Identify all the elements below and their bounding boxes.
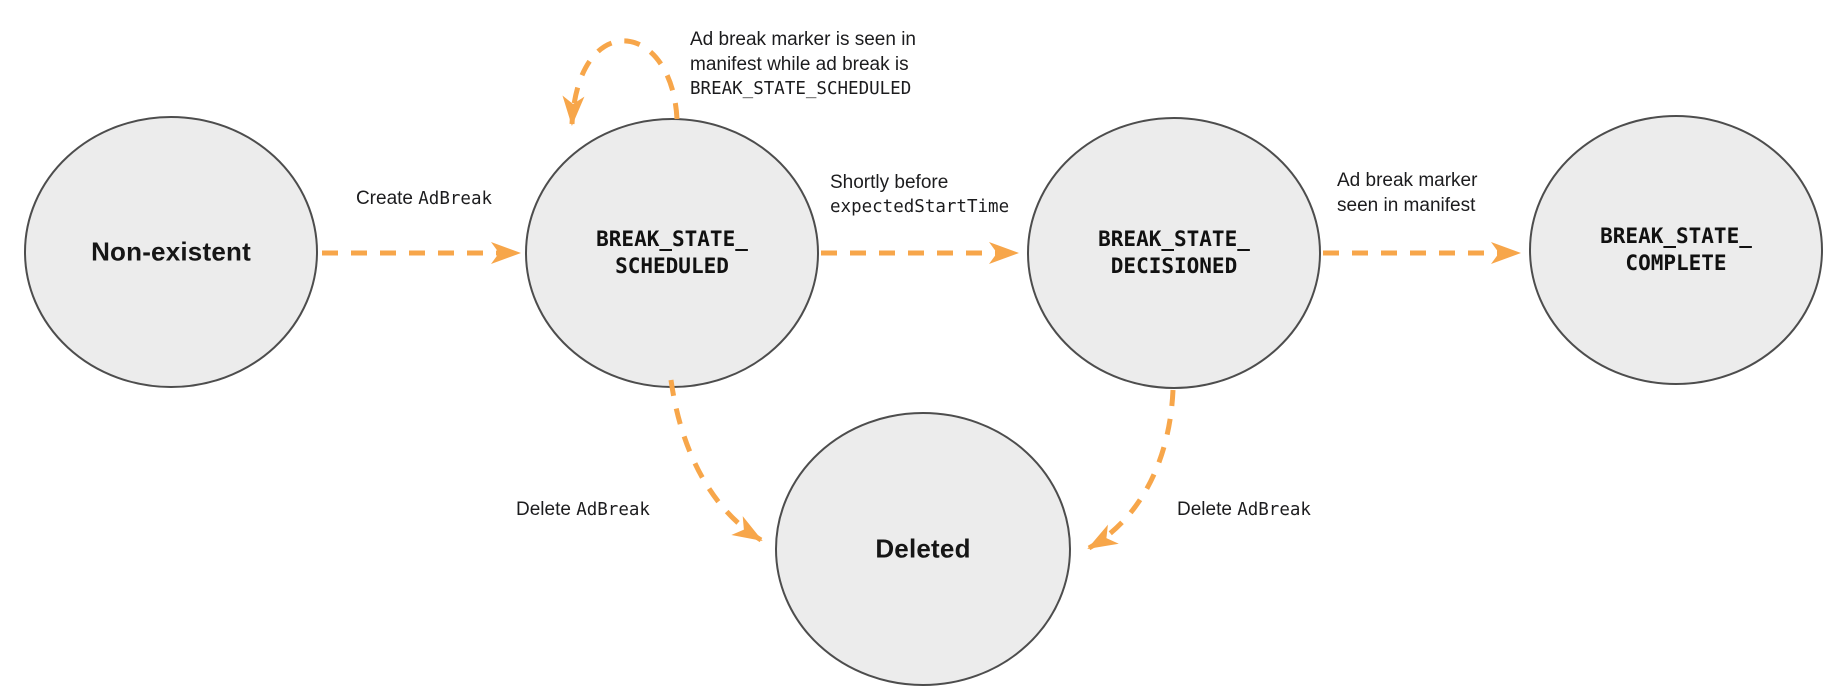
state-label-break-state-decisioned: BREAK_STATE_ DECISIONED <box>1098 226 1250 280</box>
edge-label-text: Ad break marker <box>1337 170 1478 191</box>
edge-label-shortly-before: Shortly before expectedStartTime <box>830 170 1009 220</box>
edge-label-create-adbreak: Create AdBreak <box>356 186 492 212</box>
edge-delete-adbreak-from-decisioned <box>1087 389 1176 551</box>
edge-label-text: Delete <box>516 499 571 520</box>
edge-label-marker-seen: Ad break marker seen in manifest <box>1337 168 1477 218</box>
state-node-deleted <box>775 412 1071 686</box>
state-label-line: DECISIONED <box>1110 254 1238 278</box>
state-label-line: BREAK_STATE_ <box>596 227 748 251</box>
state-label-line: BREAK_STATE_ <box>1098 227 1250 251</box>
state-node-break-state-decisioned <box>1027 117 1321 389</box>
edge-label-text: Create <box>355 188 413 209</box>
state-label-deleted: Deleted <box>875 533 971 564</box>
edge-label-code: AdBreak <box>576 500 650 520</box>
edge-delete-adbreak-from-scheduled <box>668 379 763 543</box>
edge-self-loop-scheduled <box>562 38 680 126</box>
edge-label-self-loop: Ad break marker is seen in manifest whil… <box>690 27 916 102</box>
edge-label-text: Delete <box>1177 499 1232 520</box>
state-label-non-existent: Non-existent <box>91 236 251 267</box>
edge-label-code: expectedStartTime <box>830 197 1010 217</box>
edge-label-text: manifest while ad break is <box>690 54 909 75</box>
edge-label-delete-adbreak-left: Delete AdBreak <box>516 497 650 523</box>
state-node-break-state-complete <box>1529 115 1823 385</box>
edge-label-text: seen in manifest <box>1337 195 1476 216</box>
state-label-break-state-complete: BREAK_STATE_ COMPLETE <box>1600 223 1752 277</box>
edge-label-text: Shortly before <box>830 172 949 193</box>
state-label-line: COMPLETE <box>1625 251 1727 275</box>
edge-label-code: AdBreak <box>1237 500 1311 520</box>
state-node-non-existent <box>24 116 318 388</box>
edge-label-text: Ad break marker is seen in <box>690 29 916 50</box>
edge-label-delete-adbreak-right: Delete AdBreak <box>1177 497 1311 523</box>
edge-label-code: AdBreak <box>418 189 493 209</box>
state-label-line: BREAK_STATE_ <box>1600 224 1752 248</box>
state-label-break-state-scheduled: BREAK_STATE_ SCHEDULED <box>596 226 748 280</box>
edge-label-code: BREAK_STATE_SCHEDULED <box>690 79 912 99</box>
state-label-line: SCHEDULED <box>615 254 729 278</box>
